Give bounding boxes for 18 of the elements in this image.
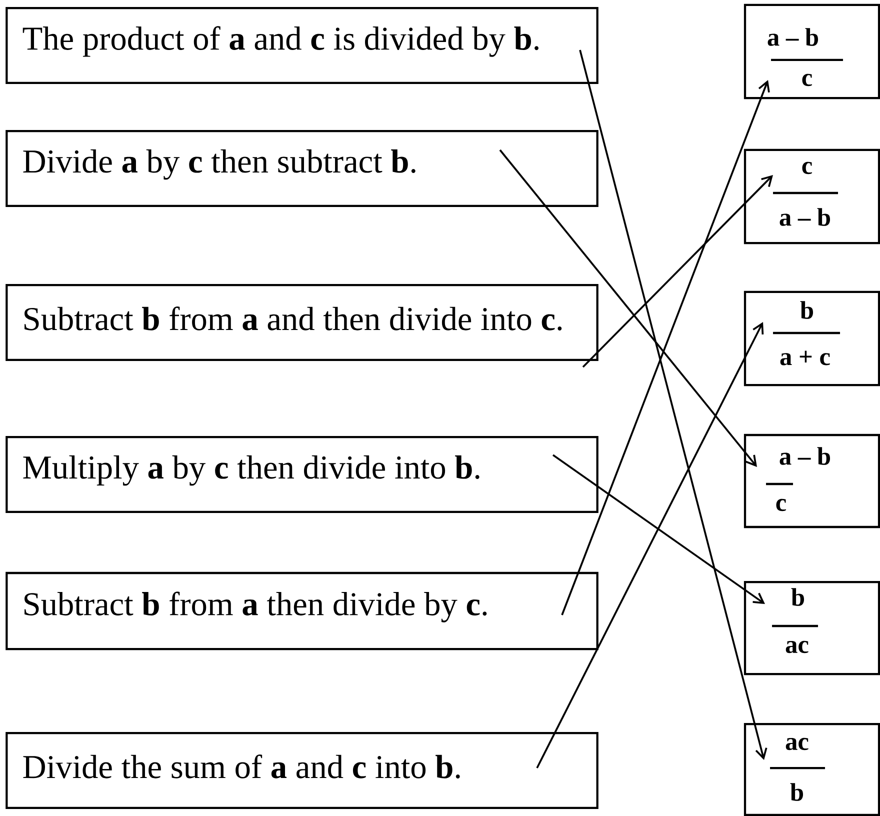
fraction-box: c a – b (744, 148, 880, 244)
fraction-box: b a + c (744, 290, 880, 386)
fraction-box: b ac (744, 580, 880, 676)
statement-box: Divide the sum of a and c into b. (6, 732, 598, 810)
arrow (561, 80, 770, 616)
statement-box: Subtract b from a and then divide into c. (6, 284, 598, 362)
statement-box: Multiply a by c then divide into b. (6, 436, 598, 514)
arrow (552, 454, 766, 604)
arrow (582, 175, 774, 368)
fraction-box: ac b (744, 722, 880, 816)
statement-box: The product of a and c is divided by b. (6, 6, 598, 84)
fraction-box: a – b c (744, 4, 880, 100)
statement-box: Divide a by c then subtract b. (6, 130, 598, 208)
fraction-box: a – b c (744, 434, 880, 528)
arrow (536, 322, 764, 768)
arrow (579, 50, 768, 760)
statement-box: Subtract b from a then divide by c. (6, 572, 598, 650)
arrow (499, 149, 758, 467)
